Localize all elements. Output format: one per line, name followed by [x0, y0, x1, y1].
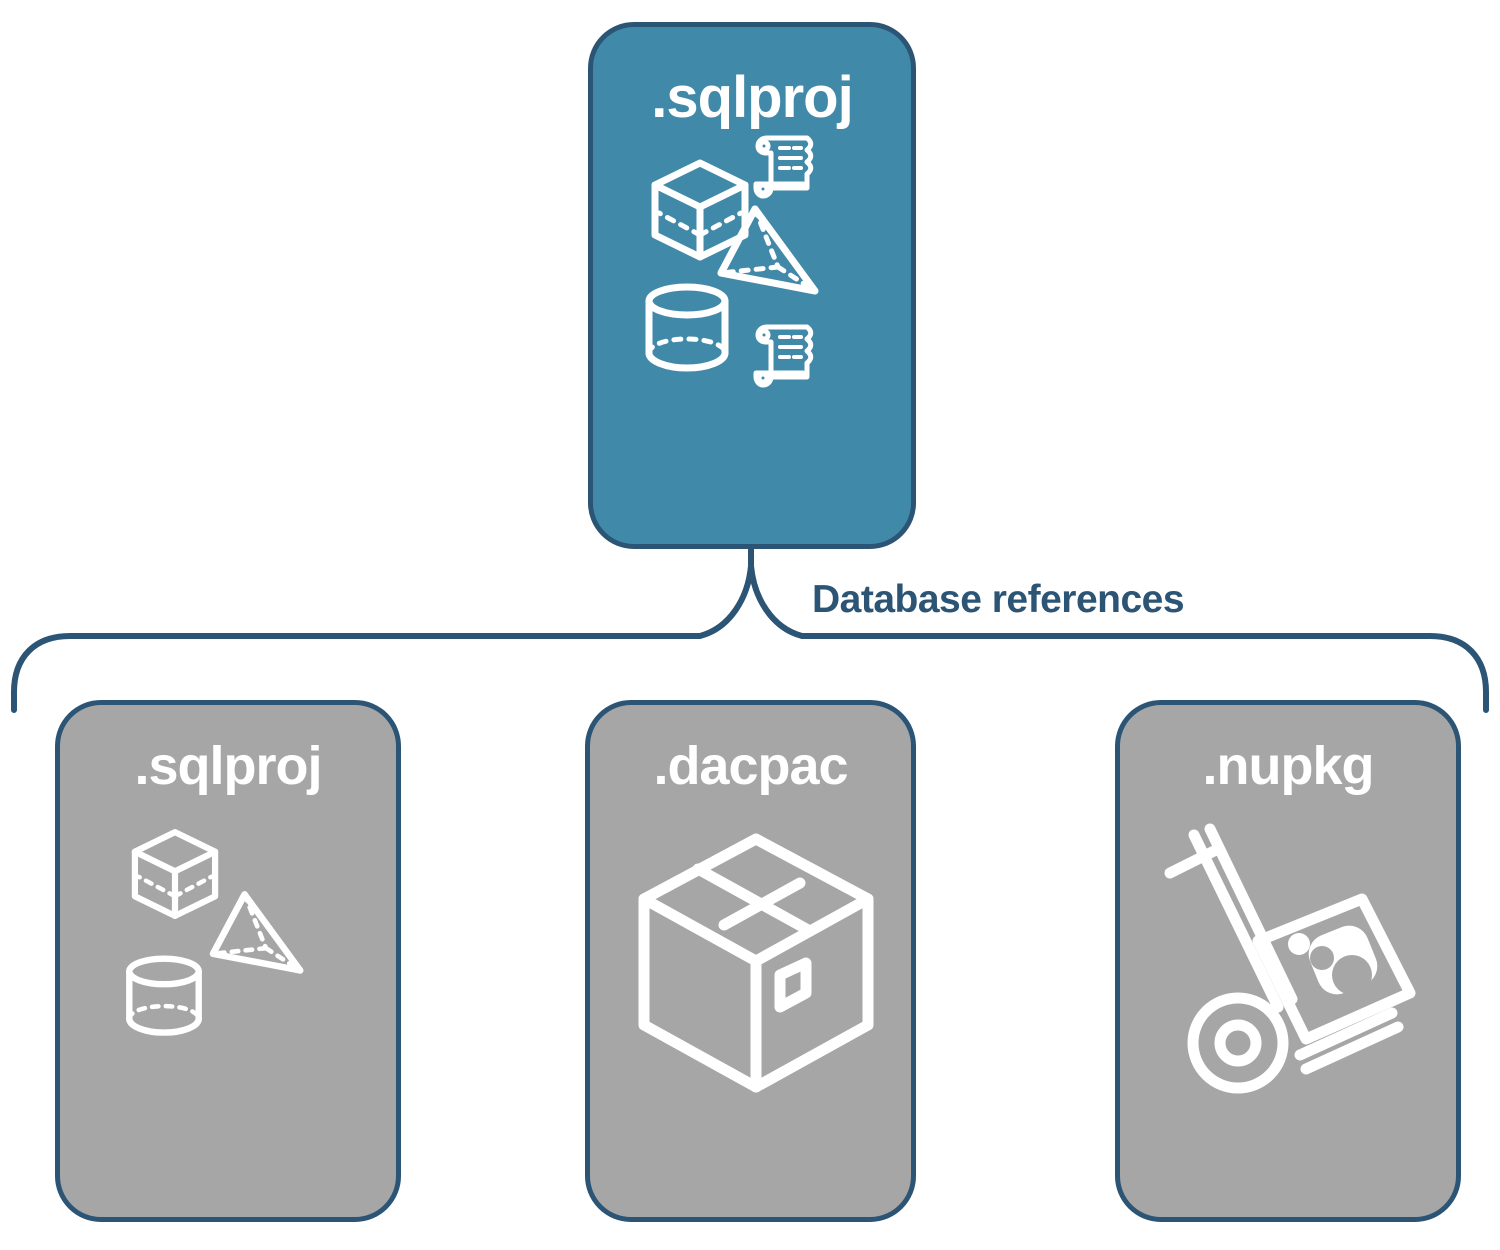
node-nupkg-reference[interactable]: .nupkg: [1115, 700, 1461, 1222]
cube-wireframe-icon: [131, 829, 219, 919]
node-sqlproj-reference-artwork: [60, 793, 396, 1217]
scroll-icon: [753, 324, 814, 388]
cylinder-wireframe-icon: [126, 955, 202, 1036]
node-sqlproj-primary[interactable]: .sqlproj: [588, 22, 916, 549]
node-dacpac-reference-label: .dacpac: [653, 736, 848, 796]
node-nupkg-reference-artwork: [1120, 793, 1456, 1217]
pyramid-wireframe-icon: [209, 891, 304, 974]
node-sqlproj-reference[interactable]: .sqlproj: [55, 700, 401, 1222]
scroll-icon: [753, 135, 814, 199]
node-dacpac-reference-artwork: [590, 793, 911, 1217]
node-sqlproj-reference-label: .sqlproj: [134, 736, 322, 796]
pyramid-wireframe-icon: [717, 205, 819, 295]
node-sqlproj-primary-artwork: [593, 127, 911, 544]
node-nupkg-reference-label: .nupkg: [1202, 736, 1375, 796]
database-references-label: Database references: [812, 578, 1185, 621]
node-sqlproj-primary-label: .sqlproj: [651, 65, 853, 130]
database-references-bracket: [11, 545, 1489, 713]
hand-truck-package-icon: [1164, 823, 1416, 1094]
node-dacpac-reference[interactable]: .dacpac: [585, 700, 916, 1222]
package-box-icon: [638, 833, 874, 1093]
cylinder-wireframe-icon: [645, 283, 729, 372]
